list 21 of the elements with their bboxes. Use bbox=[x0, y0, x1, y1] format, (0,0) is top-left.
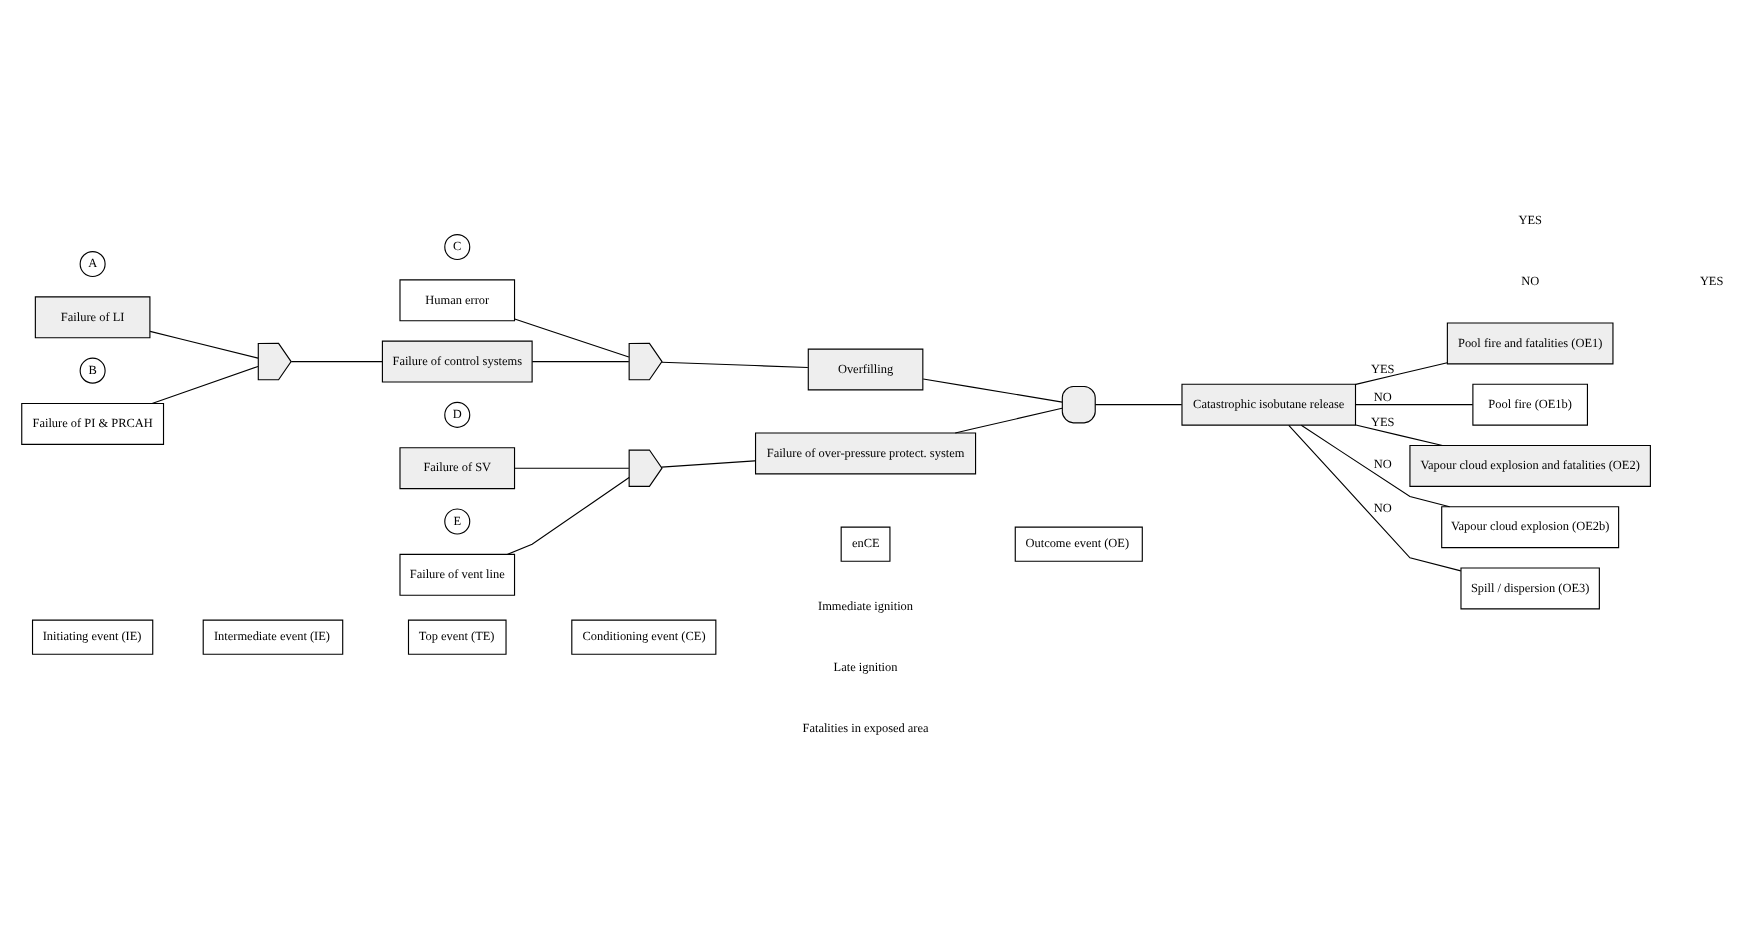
connector bbox=[1288, 424, 1462, 572]
connector bbox=[514, 318, 630, 358]
connector bbox=[1300, 424, 1451, 508]
connector bbox=[1355, 424, 1443, 447]
connector bbox=[149, 330, 259, 359]
connector bbox=[507, 476, 630, 555]
connector bbox=[922, 378, 1063, 403]
connector bbox=[660, 460, 756, 468]
connector bbox=[1094, 404, 1183, 406]
node-and-gate bbox=[1061, 385, 1096, 424]
connector bbox=[661, 361, 809, 369]
node-or-gate bbox=[628, 449, 663, 487]
connector bbox=[1355, 362, 1448, 385]
node-or-gate bbox=[628, 342, 663, 381]
connector bbox=[954, 407, 1063, 434]
connector bbox=[514, 467, 630, 469]
connector bbox=[151, 365, 259, 405]
node-or-gate bbox=[257, 342, 292, 381]
connector bbox=[531, 361, 630, 363]
connector bbox=[290, 361, 383, 363]
connector bbox=[1355, 404, 1474, 406]
